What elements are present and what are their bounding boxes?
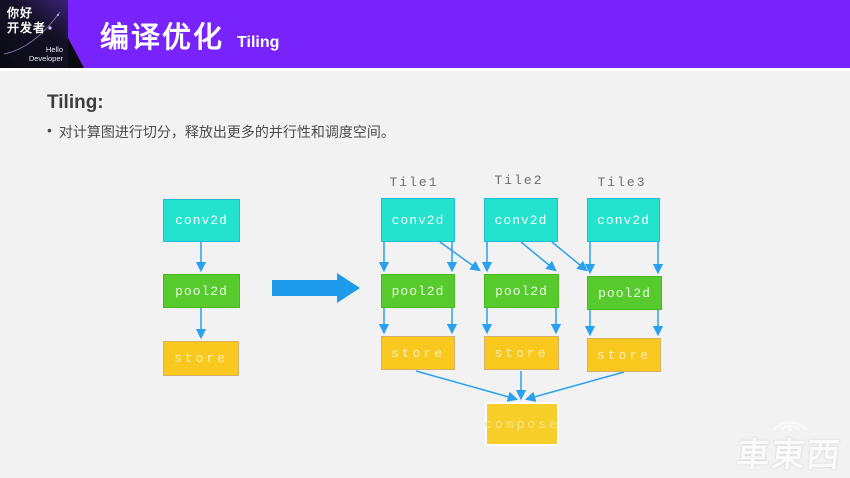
logo-text-en: Hello Developer — [29, 45, 63, 63]
transform-big-arrow — [272, 273, 360, 303]
diagram-node-tile3-conv2d: conv2d — [587, 198, 660, 242]
diagram-edge — [551, 241, 588, 272]
diagram-node-tile2-pool2d: pool2d — [484, 274, 559, 308]
logo-text-en-line1: Hello — [45, 45, 63, 54]
diagram-node-tile3-store: store — [587, 338, 661, 372]
logo-text-cn-line1: 你好 — [7, 6, 34, 20]
bullet-line: • 对计算图进行切分，释放出更多的并行性和调度空间。 — [47, 122, 395, 142]
watermark-text: 車東西 — [735, 436, 844, 473]
page-title: 编译优化 Tiling — [100, 14, 279, 56]
logo-fold-shape — [68, 38, 84, 68]
logo-text-cn: 你好 开发者 — [7, 6, 46, 36]
diagram-node-tile1-conv2d: conv2d — [381, 198, 455, 242]
logo-text-cn-line2: 开发者 — [7, 21, 47, 35]
page-title-main: 编译优化 — [100, 22, 225, 54]
diagram-edge — [439, 241, 481, 272]
hello-developer-logo: 你好 开发者 Hello Developer — [0, 0, 68, 68]
diagram-node-compose: compose — [484, 402, 559, 446]
diagram-edge — [520, 241, 557, 272]
header-separator — [0, 68, 850, 71]
tile-label-tile1: Tile1 — [389, 175, 439, 190]
diagram-node-tile3-pool2d: pool2d — [587, 276, 662, 310]
watermark-signal-icon — [771, 421, 808, 432]
diagram-node-graph-pool2d: pool2d — [163, 274, 240, 308]
diagram-node-tile2-conv2d: conv2d — [484, 198, 558, 242]
tile-label-tile3: Tile3 — [597, 175, 647, 190]
logo-text-en-line2: Developer — [28, 54, 63, 63]
tile-label-tile2: Tile2 — [494, 173, 544, 188]
section-heading: Tiling: — [47, 92, 104, 113]
header-bar: 编译优化 Tiling — [0, 0, 850, 68]
diagram-node-tile1-store: store — [381, 336, 455, 370]
diagram-node-graph-conv2d: conv2d — [163, 199, 240, 242]
comet-curve-icon — [3, 11, 61, 55]
diagram-node-tile1-pool2d: pool2d — [381, 274, 455, 308]
diagram-node-tile2-store: store — [484, 336, 559, 370]
watermark-logo: 車東西 — [735, 417, 844, 476]
page-title-sub: Tiling — [237, 34, 280, 51]
bullet-text: 对计算图进行切分，释放出更多的并行性和调度空间。 — [58, 124, 395, 140]
diagram-node-graph-store: store — [163, 341, 239, 376]
bullet-marker: • — [47, 122, 52, 138]
diagram-edge — [415, 370, 519, 402]
diagram-edge — [524, 371, 625, 402]
